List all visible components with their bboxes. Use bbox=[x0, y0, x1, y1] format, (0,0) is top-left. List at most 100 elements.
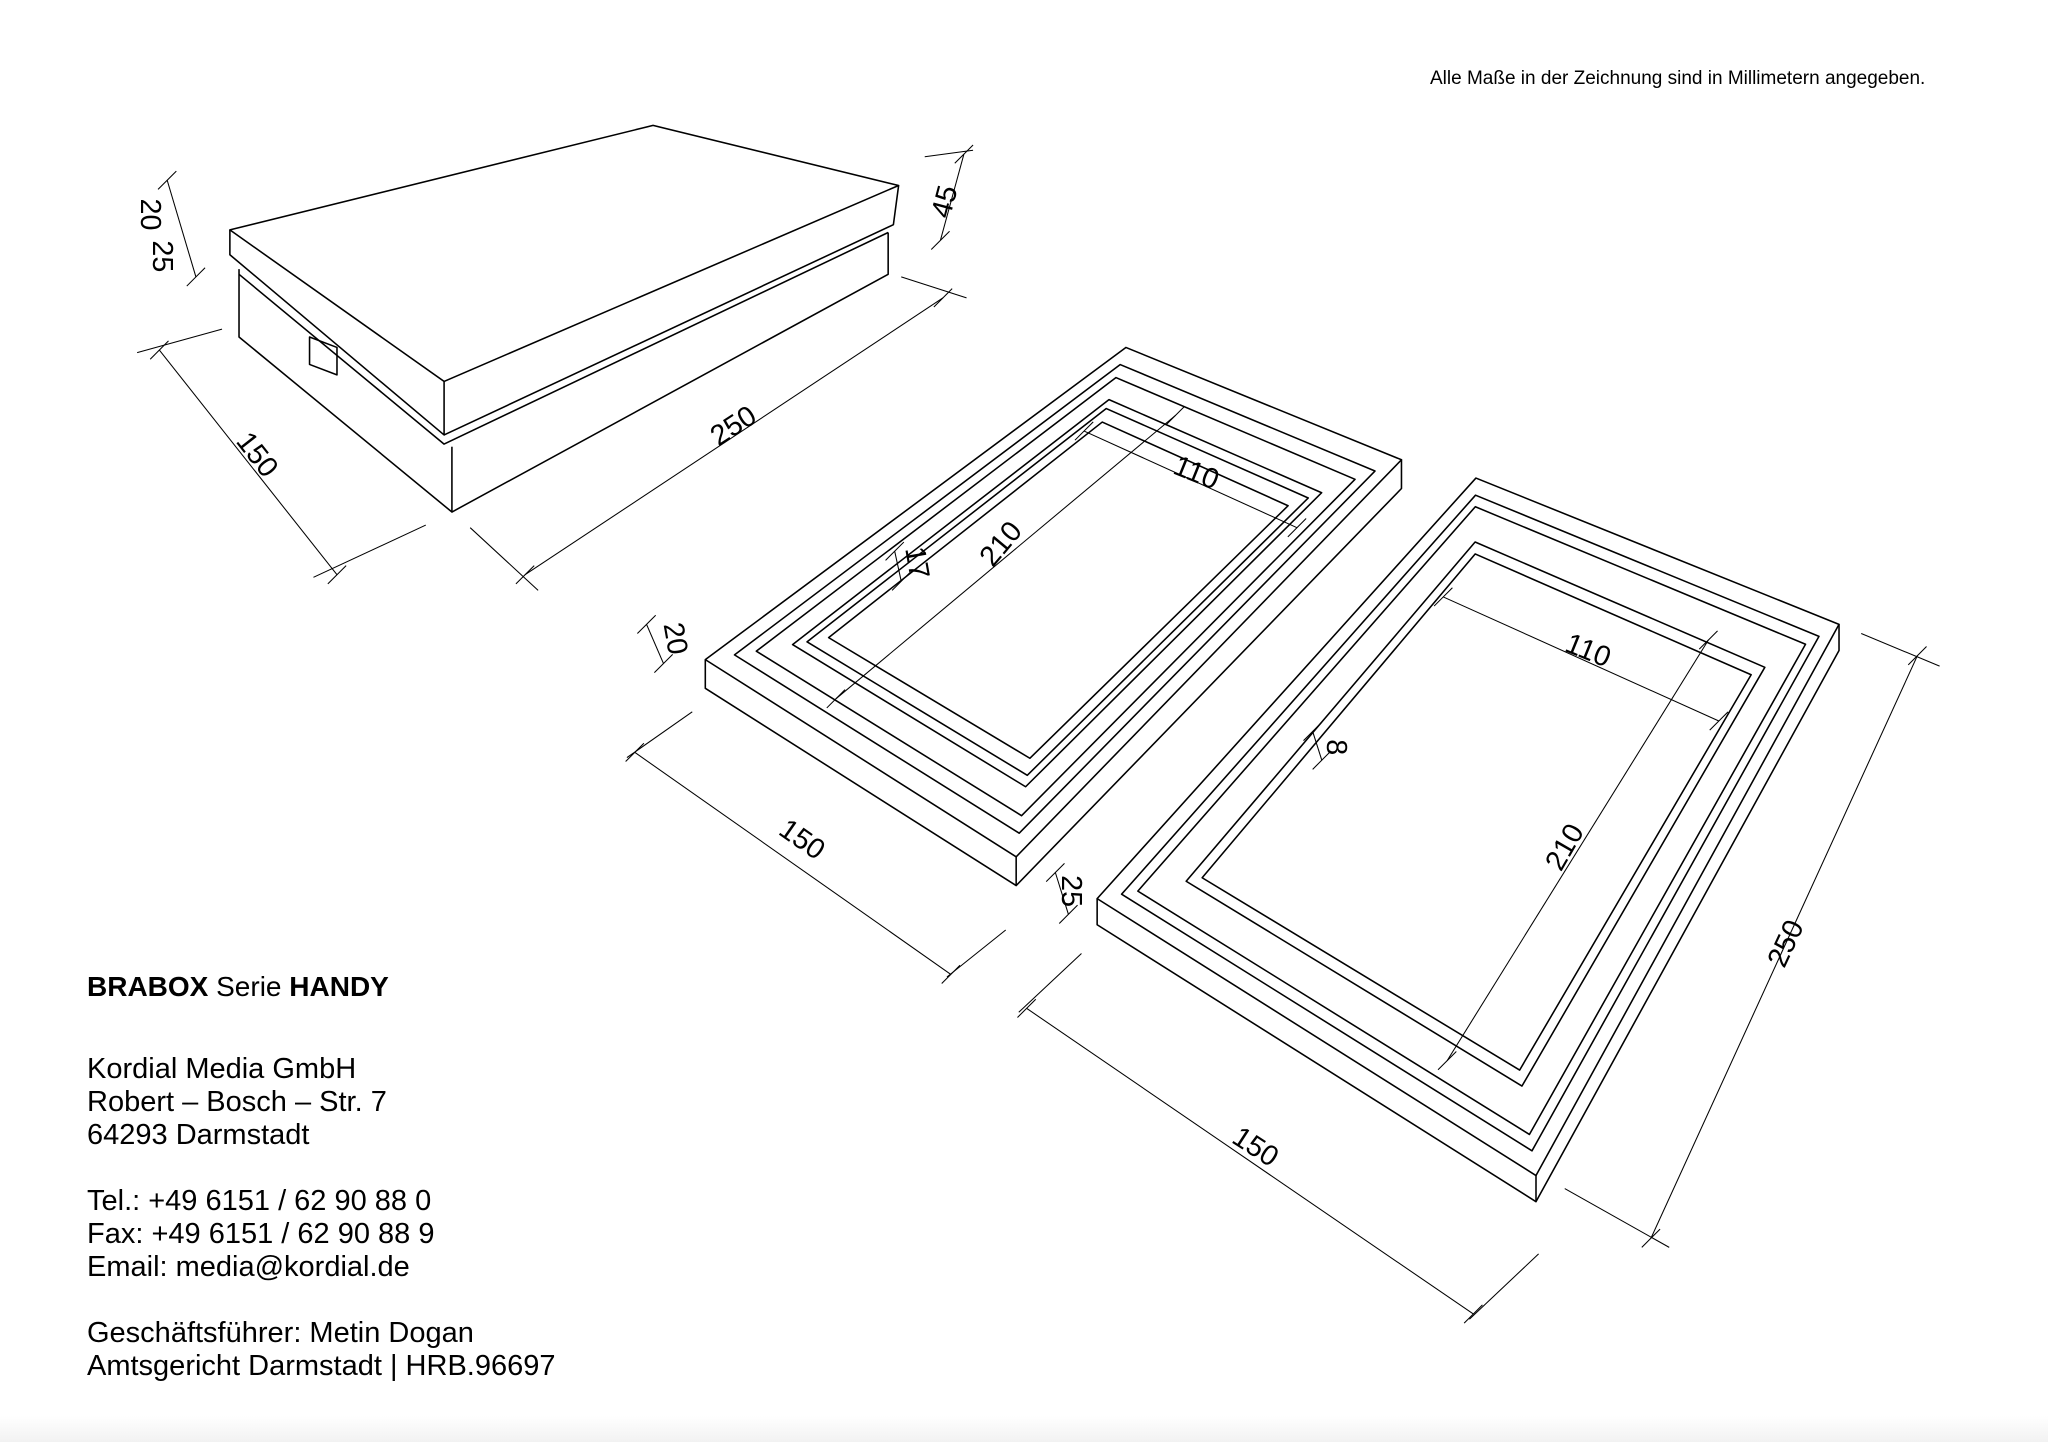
dim-line-base-inner-width-tick bbox=[1287, 518, 1307, 538]
dim-line-closed-length-tick bbox=[515, 565, 535, 585]
dim-line-base-wall bbox=[646, 624, 664, 664]
dim-base-rim: 17 bbox=[898, 544, 935, 581]
dim-line-base-height-tick bbox=[1058, 904, 1078, 924]
dim-line-base-rim-tick bbox=[885, 541, 905, 561]
dim-closed-total-height: 45 bbox=[925, 182, 964, 221]
base-tray-rim-2 bbox=[791, 398, 1323, 788]
dim-line-lid-rim-tick bbox=[1303, 721, 1323, 741]
dim-line-lid-rim-tick bbox=[1312, 750, 1332, 770]
dim-base-inner-length: 210 bbox=[974, 515, 1029, 572]
dim-line-closed-length-tick bbox=[933, 288, 953, 308]
dim-line-base-height bbox=[1054, 872, 1069, 915]
dim-line-lid-length bbox=[1650, 655, 1918, 1239]
closed-box-seam bbox=[238, 231, 889, 445]
dim-lid-inner-width: 110 bbox=[1561, 627, 1615, 674]
dim-line-lid-rim bbox=[1312, 731, 1323, 761]
series-word: Serie bbox=[216, 971, 282, 1002]
company-register: Amtsgericht Darmstadt | HRB.96697 bbox=[87, 1350, 556, 1382]
dim-line-closed-height bbox=[166, 180, 197, 278]
dim-line-closed-height-tick bbox=[186, 267, 206, 287]
closed-box-lid-top bbox=[229, 124, 900, 383]
dim-line-base-height-tick bbox=[1045, 862, 1065, 883]
company-fax: Fax: +49 6151 / 62 90 88 9 bbox=[87, 1218, 435, 1250]
dim-line-closed-width bbox=[158, 349, 338, 576]
lid-tray-rim-0 bbox=[1120, 494, 1820, 1152]
dim-base-wall: 20 bbox=[657, 620, 694, 657]
company-info: BRABOX Serie HANDY Kordial Media GmbH Ro… bbox=[87, 970, 556, 1383]
ext-line bbox=[469, 527, 539, 591]
page-footer-shade bbox=[0, 1416, 2048, 1442]
dim-line-closed-total-tick bbox=[954, 144, 974, 164]
dim-line-lid-width bbox=[1026, 1007, 1474, 1315]
dim-line-base-wall-tick bbox=[637, 614, 657, 634]
dim-line-base-width bbox=[634, 751, 952, 975]
product-title: BRABOX Serie HANDY bbox=[87, 970, 556, 1003]
dim-line-closed-width-tick bbox=[327, 565, 347, 585]
company-email[interactable]: Email: media@kordial.de bbox=[87, 1251, 410, 1283]
ext-line bbox=[1564, 1188, 1670, 1248]
dim-lid-inner-length: 210 bbox=[1539, 819, 1591, 877]
ext-line bbox=[1861, 633, 1940, 667]
dim-closed-length: 250 bbox=[705, 400, 763, 453]
ext-line bbox=[313, 524, 427, 578]
lid-tray-rim-3 bbox=[1201, 553, 1752, 1071]
dim-line-closed-total bbox=[939, 154, 965, 241]
base-tray-rim-4 bbox=[827, 421, 1289, 760]
dim-closed-lid-height: 20 bbox=[134, 199, 166, 231]
dim-line-lid-width-tick bbox=[1017, 998, 1037, 1018]
company-name: Kordial Media GmbH bbox=[87, 1053, 357, 1085]
company-street: Robert – Bosch – Str. 7 bbox=[87, 1086, 387, 1118]
base-tray-rim-3 bbox=[806, 407, 1310, 777]
dim-closed-base-height: 25 bbox=[146, 240, 178, 272]
lid-tray-rim-1 bbox=[1137, 505, 1807, 1136]
ext-line bbox=[924, 149, 974, 158]
company-ceo: Geschäftsführer: Metin Dogan bbox=[87, 1317, 474, 1349]
dim-line-closed-height-tick bbox=[157, 170, 177, 190]
dim-line-lid-inner-width-tick bbox=[1709, 711, 1729, 731]
dim-line-closed-total-tick bbox=[930, 230, 950, 250]
dim-line-lid-inner-length bbox=[1446, 639, 1709, 1061]
dim-line-closed-length bbox=[524, 297, 944, 576]
dim-line-base-wall-tick bbox=[653, 654, 674, 674]
dim-line-closed-width-tick bbox=[149, 340, 169, 360]
closed-box-notch bbox=[308, 336, 338, 376]
base-tray-top bbox=[704, 346, 1403, 858]
dim-line-base-rim bbox=[894, 551, 902, 582]
dim-line-base-inner-length-tick bbox=[826, 689, 846, 709]
dim-base-height: 25 bbox=[1055, 875, 1087, 907]
ext-line bbox=[137, 328, 223, 354]
base-tray-rim-0 bbox=[733, 363, 1376, 834]
dim-lid-length: 250 bbox=[1762, 915, 1811, 972]
dim-line-base-inner-width-tick bbox=[1074, 421, 1094, 441]
dim-line-lid-inner-width-tick bbox=[1433, 587, 1453, 607]
lid-tray-rim-2 bbox=[1185, 541, 1766, 1087]
base-tray-rim-1 bbox=[755, 376, 1356, 817]
closed-box-lid-side bbox=[443, 185, 900, 436]
dim-line-lid-inner-length-tick bbox=[1698, 630, 1718, 650]
ext-line bbox=[946, 929, 1007, 978]
dim-line-lid-length-tick bbox=[1641, 1228, 1661, 1248]
brand-name: BRABOX bbox=[87, 971, 209, 1002]
dim-line-base-inner-length bbox=[835, 414, 1176, 700]
units-note: Alle Maße in der Zeichnung sind in Milli… bbox=[1430, 68, 1926, 89]
dim-lid-rim: 8 bbox=[1320, 739, 1352, 755]
company-city: 64293 Darmstadt bbox=[87, 1119, 310, 1151]
dim-line-lid-length-tick bbox=[1907, 646, 1927, 666]
dim-closed-width: 150 bbox=[230, 426, 285, 483]
dim-line-base-inner-length-tick bbox=[1165, 405, 1186, 425]
dim-base-width: 150 bbox=[773, 813, 831, 867]
dim-line-base-rim-tick bbox=[891, 571, 911, 591]
ext-line bbox=[901, 276, 967, 299]
dim-line-lid-inner-width bbox=[1443, 596, 1720, 722]
dim-line-base-inner-width bbox=[1083, 430, 1298, 529]
ext-line bbox=[1018, 953, 1082, 1013]
dim-lid-width: 150 bbox=[1227, 1121, 1285, 1174]
ext-line bbox=[626, 711, 693, 758]
lid-tray-side bbox=[1096, 624, 1840, 1203]
ext-line bbox=[1469, 1253, 1539, 1320]
company-tel: Tel.: +49 6151 / 62 90 88 0 bbox=[87, 1185, 432, 1217]
dim-line-lid-inner-length-tick bbox=[1437, 1051, 1457, 1071]
closed-box-lid-front bbox=[229, 229, 445, 436]
dim-line-lid-width-tick bbox=[1463, 1304, 1483, 1324]
